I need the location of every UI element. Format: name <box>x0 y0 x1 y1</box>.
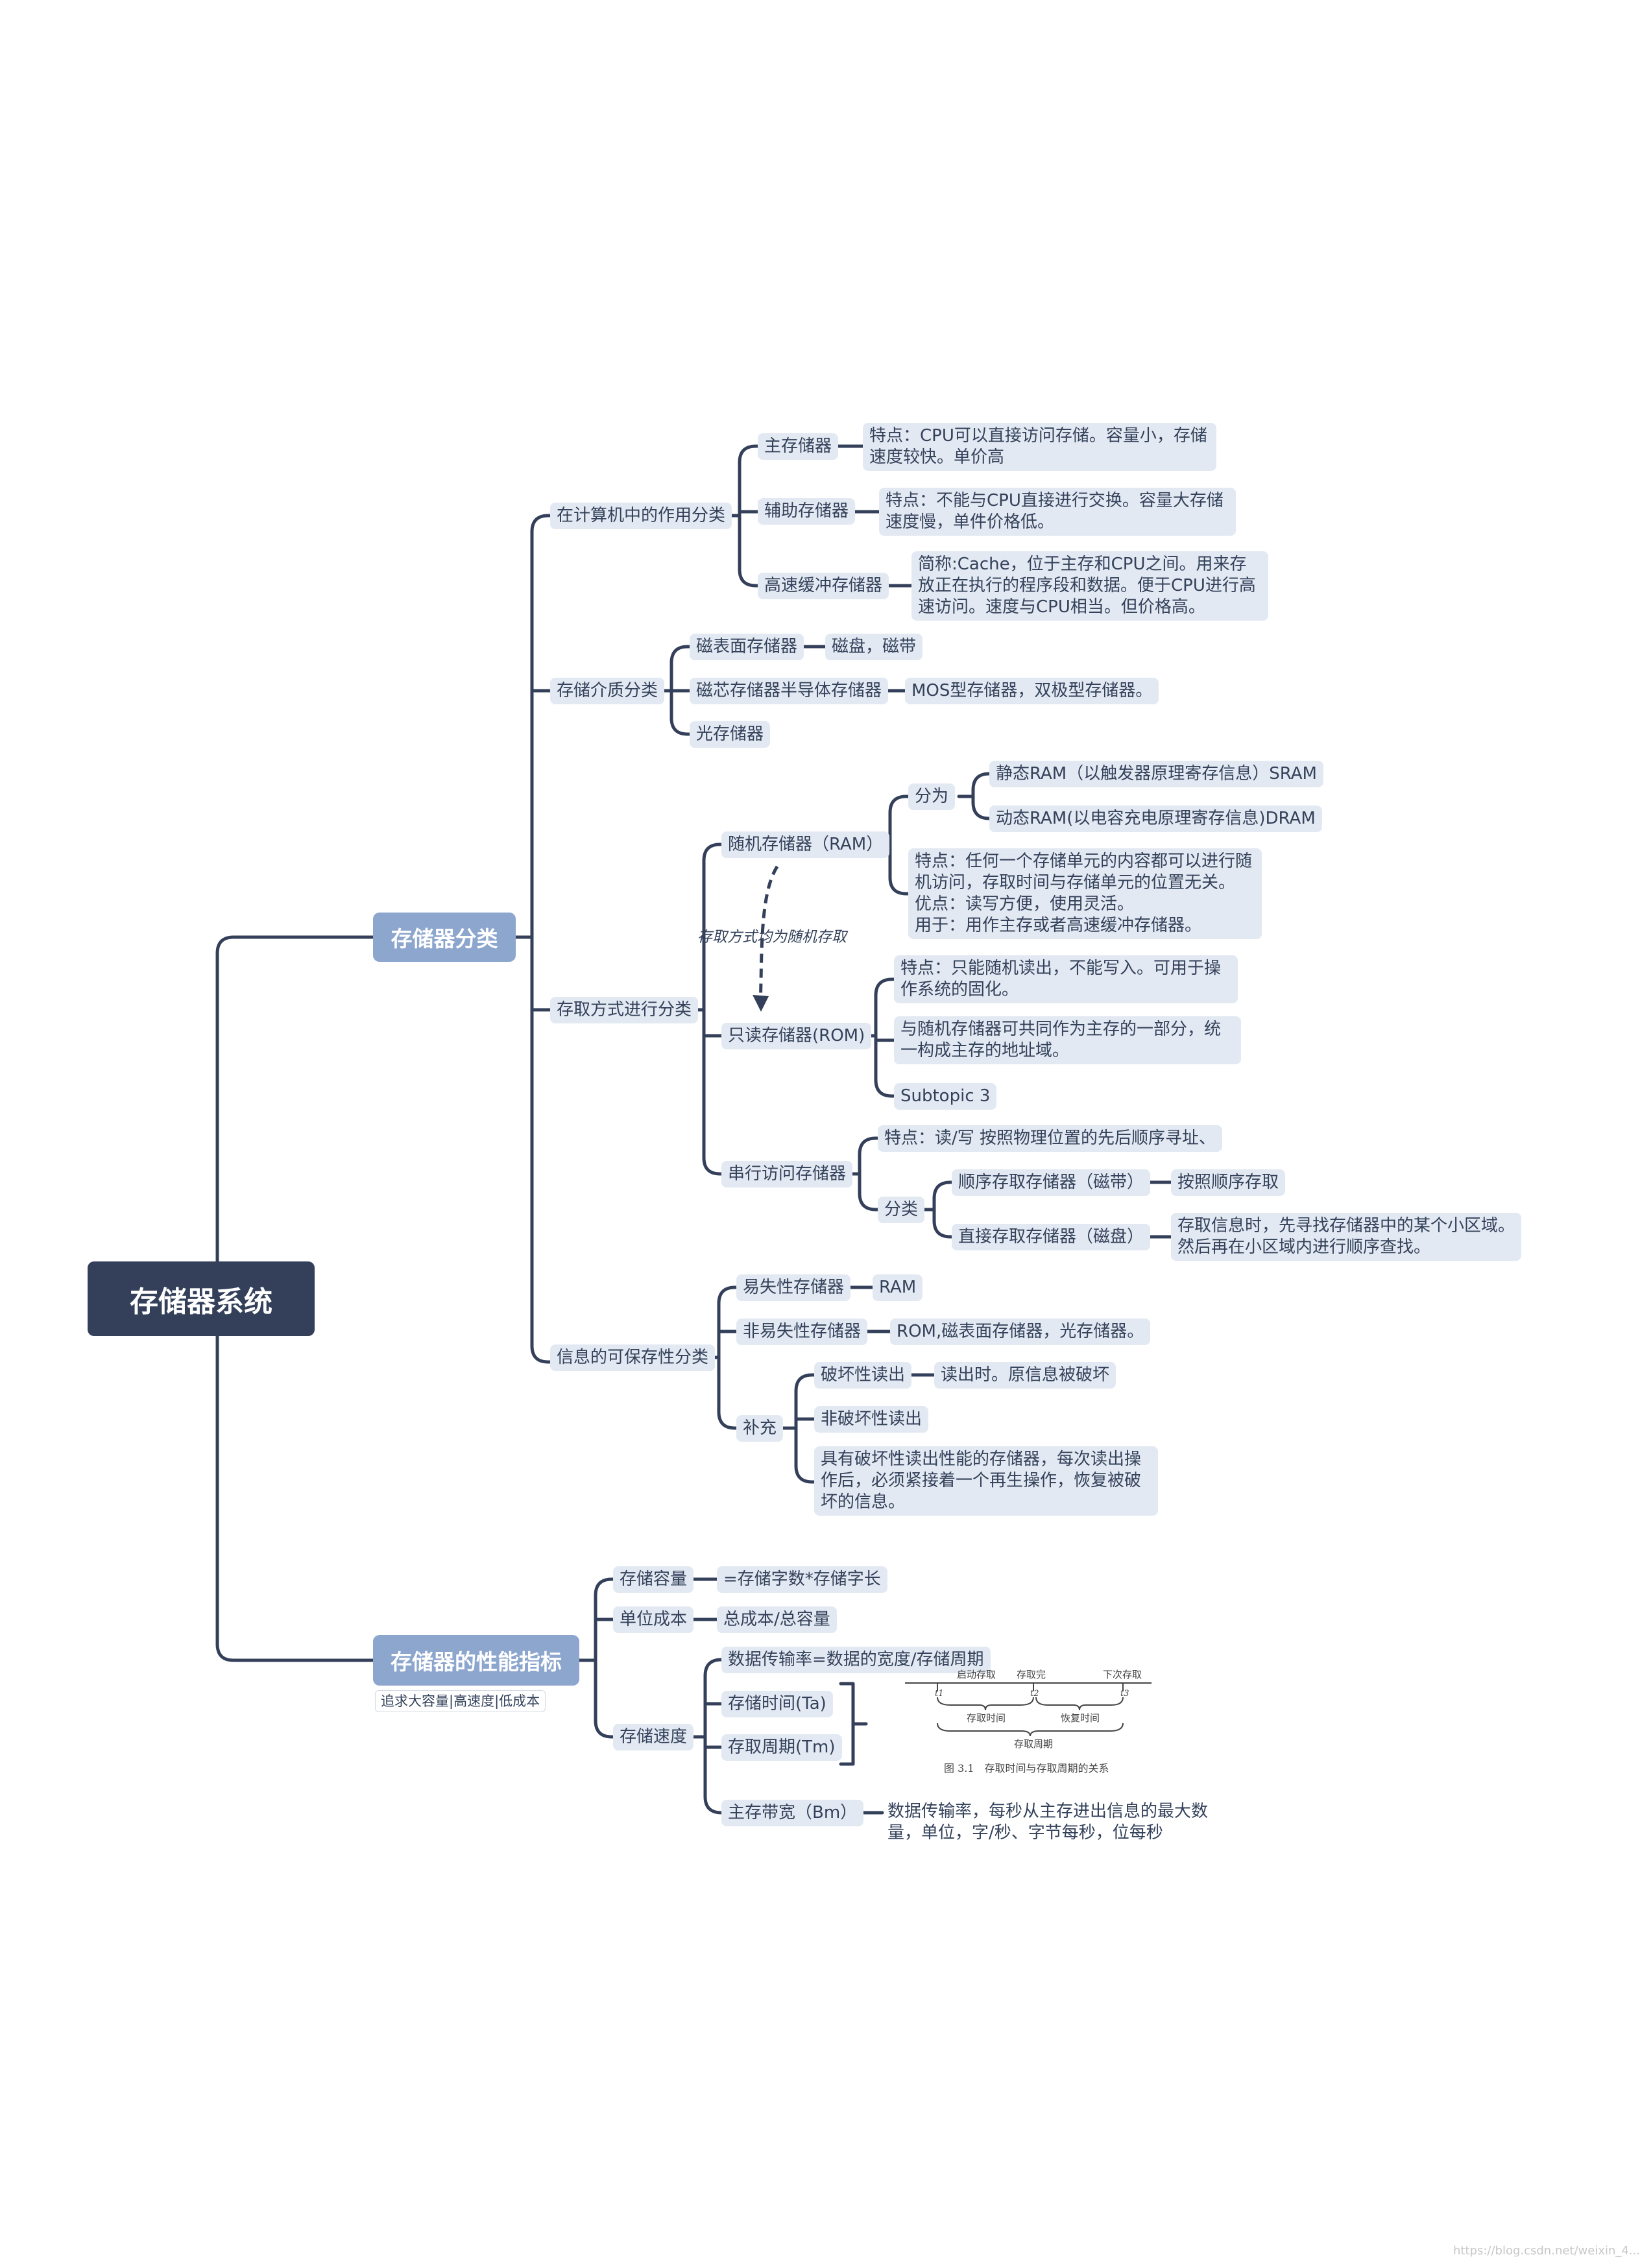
node-capacity[interactable]: 存储容量 <box>613 1566 694 1593</box>
node-access-classification[interactable]: 存取方式进行分类 <box>550 997 699 1023</box>
node-direct[interactable]: 直接存取存储器（磁盘） <box>952 1224 1151 1250</box>
node-cache-note[interactable]: 简称:Cache，位于主存和CPU之间。用来存放正在执行的程序段和数据。便于CP… <box>911 551 1268 621</box>
node-magnetic-surface[interactable]: 磁表面存储器 <box>690 634 804 660</box>
node-destructive[interactable]: 破坏性读出 <box>814 1362 912 1389</box>
node-sequential-note[interactable]: 按照顺序存取 <box>1171 1169 1286 1196</box>
node-volatile-note[interactable]: RAM <box>873 1274 923 1301</box>
node-destructive-note[interactable]: 读出时。原信息被破坏 <box>934 1362 1116 1389</box>
node-rom-note-2[interactable]: 与随机存储器可共同作为主存的一部分，统一构成主存的地址域。 <box>894 1016 1241 1064</box>
figure-cycle: 存取周期 <box>1014 1738 1053 1750</box>
node-dram[interactable]: 动态RAM(以电容充电原理寄存信息)DRAM <box>989 806 1322 832</box>
node-speed[interactable]: 存储速度 <box>613 1724 694 1750</box>
timing-figure: 启动存取 存取完 下次存取 t1 t2 t3 存取时间 恢复时间 存取周期 图 … <box>905 1669 1152 1774</box>
node-rom-subtopic[interactable]: Subtopic 3 <box>894 1083 997 1110</box>
root-topic[interactable]: 存储器系统 <box>88 1261 315 1336</box>
node-data-rate[interactable]: 数据传输率=数据的宽度/存储周期 <box>721 1647 991 1673</box>
node-aux-memory[interactable]: 辅助存储器 <box>758 498 856 525</box>
node-bandwidth-note[interactable]: 数据传输率，每秒从主存进出信息的最大数量，单位，字/秒、字节每秒，位每秒 <box>887 1802 1209 1843</box>
node-medium-classification[interactable]: 存储介质分类 <box>550 678 665 704</box>
node-sram[interactable]: 静态RAM（以触发器原理寄存信息）SRAM <box>989 761 1323 787</box>
figure-next: 下次存取 <box>1103 1669 1142 1680</box>
node-ram[interactable]: 随机存储器（RAM） <box>721 831 890 858</box>
branch-classification[interactable]: 存储器分类 <box>373 913 516 962</box>
figure-t1: t1 <box>935 1689 944 1699</box>
node-sequential[interactable]: 顺序存取存储器（磁带） <box>952 1169 1151 1196</box>
node-core-note[interactable]: MOS型存储器，双极型存储器。 <box>905 678 1159 704</box>
node-volatility-classification[interactable]: 信息的可保存性分类 <box>550 1344 716 1371</box>
watermark: https://blog.csdn.net/weixin_4... <box>1453 2244 1640 2258</box>
node-magnetic-note[interactable]: 磁盘，磁带 <box>825 634 923 660</box>
node-unit-cost-note[interactable]: 总成本/总容量 <box>717 1606 837 1633</box>
node-cache[interactable]: 高速缓冲存储器 <box>758 573 889 599</box>
node-ram-split[interactable]: 分为 <box>908 783 956 810</box>
performance-tag: 追求大容量|高速度|低成本 <box>375 1690 546 1712</box>
node-unit-cost[interactable]: 单位成本 <box>613 1606 694 1633</box>
figure-start: 启动存取 <box>957 1669 996 1680</box>
figure-access-time: 存取时间 <box>967 1712 1006 1724</box>
node-serial-note[interactable]: 特点：读/写 按照物理位置的先后顺序寻址、 <box>878 1125 1223 1152</box>
figure-stored: 存取完 <box>1017 1669 1046 1680</box>
figure-t2: t2 <box>1030 1689 1039 1699</box>
node-core-semiconductor[interactable]: 磁芯存储器半导体存储器 <box>690 678 889 704</box>
node-supplement-note[interactable]: 具有破坏性读出性能的存储器，每次读出操作后，必须紧接着一个再生操作，恢复被破坏的… <box>814 1446 1158 1516</box>
relation-label: 存取方式均为随机存取 <box>697 929 847 946</box>
node-capacity-note[interactable]: =存储字数*存储字长 <box>717 1566 887 1593</box>
node-nonvolatile-note[interactable]: ROM,磁表面存储器，光存储器。 <box>890 1319 1151 1345</box>
node-serial-category[interactable]: 分类 <box>878 1197 925 1223</box>
node-rom-note-1[interactable]: 特点：只能随机读出，不能写入。可用于操作系统的固化。 <box>894 955 1238 1003</box>
node-serial[interactable]: 串行访问存储器 <box>721 1161 853 1188</box>
node-volatile[interactable]: 易失性存储器 <box>736 1274 851 1301</box>
figure-t3: t3 <box>1120 1689 1129 1699</box>
figure-recovery: 恢复时间 <box>1061 1712 1100 1724</box>
node-cycle-time[interactable]: 存取周期(Tm) <box>721 1734 842 1761</box>
node-access-time[interactable]: 存储时间(Ta) <box>721 1691 833 1717</box>
node-aux-memory-note[interactable]: 特点：不能与CPU直接进行交换。容量大存储速度慢，单件价格低。 <box>879 488 1236 536</box>
node-rom[interactable]: 只读存储器(ROM) <box>721 1023 872 1049</box>
node-main-memory-note[interactable]: 特点：CPU可以直接访问存储。容量小，存储速度较快。单价高 <box>863 423 1216 471</box>
figure-caption: 图 3.1 存取时间与存取周期的关系 <box>944 1762 1109 1774</box>
node-optical[interactable]: 光存储器 <box>690 721 771 748</box>
node-role-classification[interactable]: 在计算机中的作用分类 <box>550 503 732 529</box>
node-bandwidth[interactable]: 主存带宽（Bm） <box>721 1800 864 1826</box>
branch-performance[interactable]: 存储器的性能指标 <box>373 1635 579 1686</box>
node-direct-note[interactable]: 存取信息时，先寻找存储器中的某个小区域。然后再在小区域内进行顺序查找。 <box>1171 1213 1521 1261</box>
node-main-memory[interactable]: 主存储器 <box>758 433 839 460</box>
node-supplement[interactable]: 补充 <box>736 1415 784 1442</box>
node-nondestructive[interactable]: 非破坏性读出 <box>814 1406 929 1433</box>
node-ram-note[interactable]: 特点：任何一个存储单元的内容都可以进行随机访问，存取时间与存储单元的位置无关。 … <box>908 848 1262 939</box>
node-nonvolatile[interactable]: 非易失性存储器 <box>736 1319 868 1345</box>
